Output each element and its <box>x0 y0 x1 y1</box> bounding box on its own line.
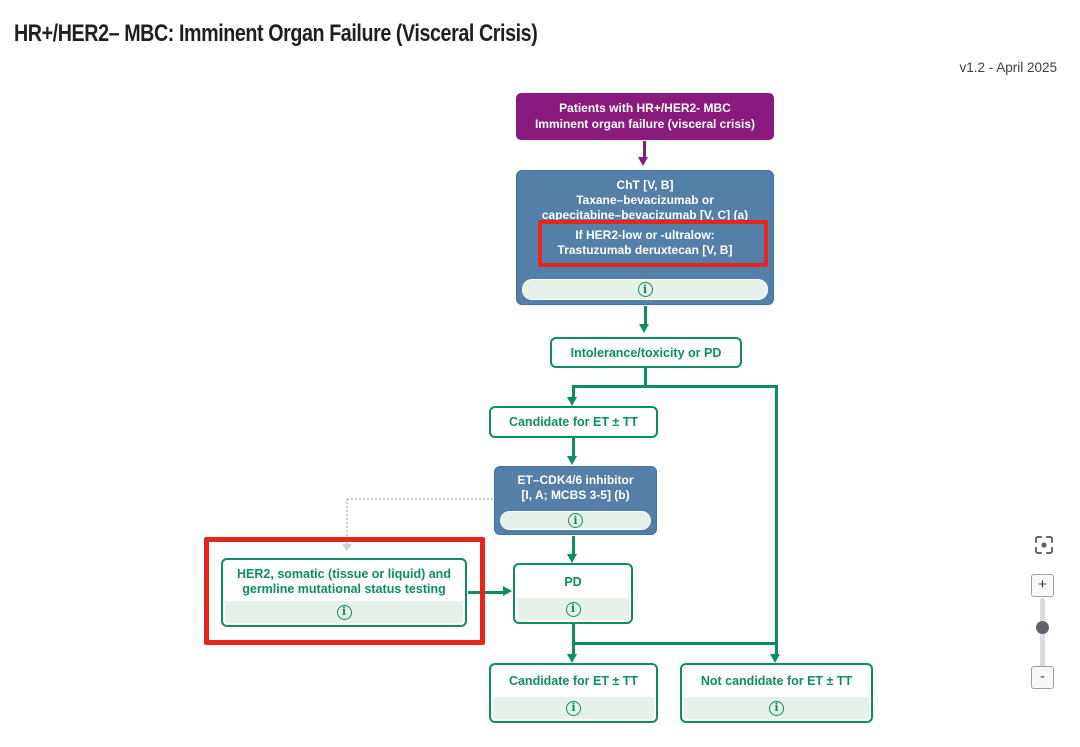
arrow-her2-to-pd <box>468 591 504 594</box>
connector-to-candidate-mid <box>572 385 575 398</box>
highlight-her2low-annotation <box>538 220 768 267</box>
arrowhead-to-candidate-mid <box>567 397 577 406</box>
node-cht-line2: Taxane–bevacizumab or <box>576 192 714 207</box>
node-candidate-bottom-label: Candidate for ET ± TT <box>508 674 639 688</box>
connector-intolerance-stem <box>644 368 647 386</box>
info-icon: i <box>566 700 581 716</box>
node-not-candidate: Not candidate for ET ± TT i <box>680 663 873 723</box>
dotted-arrowhead <box>342 544 352 551</box>
node-patients-line2: Imminent organ failure (visceral crisis) <box>534 116 756 131</box>
node-not-candidate-label: Not candidate for ET ± TT <box>700 674 853 688</box>
info-icon: i <box>637 282 653 297</box>
node-candidate-mid: Candidate for ET ± TT <box>489 406 658 438</box>
node-cht-line3: capecitabine–bevacizumab [V, C] (a) <box>541 207 749 222</box>
node-et-cdk46: ET–CDK4/6 inhibitor [I, A; MCBS 3-5] (b)… <box>494 466 657 535</box>
node-her2-testing-line1: HER2, somatic (tissue or liquid) and <box>237 567 451 581</box>
node-cht-line4: If HER2-low or -ultralow: <box>575 228 715 243</box>
node-intolerance: Intolerance/toxicity or PD <box>550 337 742 368</box>
node-her2-testing: HER2, somatic (tissue or liquid) and ger… <box>221 558 467 627</box>
highlight-her2-testing-annotation <box>204 537 485 645</box>
info-strip-pd[interactable]: i <box>517 598 629 620</box>
info-icon: i <box>769 700 784 716</box>
node-patients-line1: Patients with HR+/HER2- MBC <box>559 101 731 115</box>
info-icon: i <box>568 513 583 528</box>
node-cht-line1: ChT [V, B] <box>616 178 674 192</box>
arrow-candidate-to-etcdk <box>572 438 575 457</box>
arrowhead-to-not-candidate <box>770 654 780 663</box>
arrowhead-her2-to-pd <box>503 586 512 596</box>
connector-intolerance-branch <box>572 385 777 388</box>
recenter-icon[interactable] <box>1032 533 1056 557</box>
node-cht-line5: Trastuzumab deruxtecan [V, B] <box>557 243 733 258</box>
arrow-cht-to-intolerance <box>644 306 647 325</box>
info-strip-cht[interactable]: i <box>522 279 768 300</box>
version-label: v1.2 - April 2025 <box>959 60 1057 75</box>
arrowhead-to-candidate-bottom <box>567 654 577 663</box>
connector-pd-branch <box>572 642 777 645</box>
dotted-connector-vertical <box>346 499 348 544</box>
info-strip-candidate-bottom[interactable]: i <box>493 697 654 719</box>
info-icon: i <box>565 601 581 617</box>
zoom-slider-handle[interactable] <box>1036 621 1049 634</box>
connector-to-not-candidate <box>775 385 778 655</box>
info-strip-not-candidate[interactable]: i <box>684 697 869 719</box>
arrow-patients-to-cht <box>643 141 646 158</box>
zoom-in-button[interactable]: + <box>1031 574 1054 597</box>
node-candidate-mid-label: Candidate for ET ± TT <box>508 415 639 429</box>
arrowhead-etcdk-to-pd <box>567 554 577 563</box>
info-icon: i <box>336 604 352 620</box>
arrowhead-patients-to-cht <box>638 157 648 166</box>
zoom-slider-track[interactable] <box>1040 598 1045 672</box>
node-cht: ChT [V, B] Taxane–bevacizumab or capecit… <box>516 170 774 305</box>
connector-to-candidate-bottom <box>572 642 575 655</box>
node-et-cdk46-line2: [I, A; MCBS 3-5] (b) <box>521 487 630 502</box>
zoom-out-button[interactable]: - <box>1031 666 1054 689</box>
arrowhead-cht-to-intolerance <box>639 324 649 333</box>
dotted-connector-horizontal <box>347 498 493 500</box>
node-pd-label: PD <box>564 575 582 589</box>
info-strip-her2-testing[interactable]: i <box>225 601 463 623</box>
node-candidate-bottom: Candidate for ET ± TT i <box>489 663 658 723</box>
node-intolerance-label: Intolerance/toxicity or PD <box>570 345 722 360</box>
page-title: HR+/HER2– MBC: Imminent Organ Failure (V… <box>14 20 538 47</box>
arrowhead-candidate-to-etcdk <box>567 456 577 465</box>
connector-pd-stem <box>572 624 575 643</box>
node-her2-testing-line2: germline mutational status testing <box>242 582 446 596</box>
node-patients: Patients with HR+/HER2- MBC Imminent org… <box>516 93 774 140</box>
node-et-cdk46-line1: ET–CDK4/6 inhibitor <box>517 473 634 487</box>
node-pd: PD i <box>513 563 633 624</box>
info-strip-et-cdk46[interactable]: i <box>500 511 651 530</box>
arrow-etcdk-to-pd <box>572 536 575 555</box>
